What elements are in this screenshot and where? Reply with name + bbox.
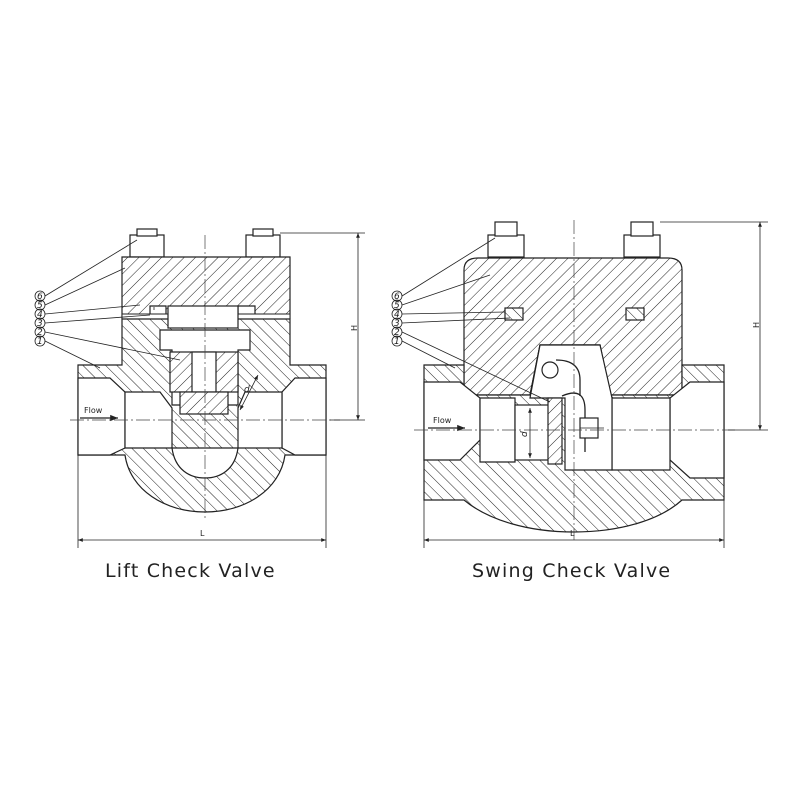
svg-text:4: 4 [394, 310, 400, 320]
right-flow-label: Flow [433, 416, 452, 425]
hinge-pin [541, 361, 559, 379]
left-flow-label: Flow [84, 406, 103, 415]
svg-text:2: 2 [394, 328, 400, 338]
svg-text:4: 4 [37, 310, 43, 320]
svg-text:5: 5 [394, 301, 400, 311]
swing-check-valve: Flow d H L 6 5 4 3 2 1 [391, 220, 768, 548]
lift-check-valve-caption: Lift Check Valve [105, 560, 276, 582]
svg-text:1: 1 [37, 337, 43, 347]
right-valve-bolt-left [487, 221, 525, 312]
left-dim-d: d [244, 385, 250, 395]
svg-text:3: 3 [37, 319, 43, 329]
swing-disc [547, 397, 563, 465]
left-part-callouts: 6 5 4 3 2 1 [34, 239, 181, 369]
right-part-callouts: 6 5 4 3 2 1 [391, 237, 551, 403]
svg-text:2: 2 [37, 328, 43, 338]
left-dim-l: L [200, 529, 205, 538]
swing-check-valve-caption: Swing Check Valve [472, 560, 672, 582]
svg-text:6: 6 [394, 292, 400, 302]
svg-text:6: 6 [37, 292, 43, 302]
left-dim-h: H [350, 325, 359, 331]
svg-text:1: 1 [394, 337, 400, 347]
lift-check-valve: Flow d H L 6 5 4 3 2 1 [34, 228, 365, 548]
svg-text:3: 3 [394, 319, 400, 329]
svg-text:5: 5 [37, 301, 43, 311]
right-dim-d: d [520, 431, 530, 437]
right-valve-bolt-right [623, 221, 661, 312]
right-dim-h: H [752, 322, 761, 328]
right-dim-l: L [570, 529, 575, 538]
